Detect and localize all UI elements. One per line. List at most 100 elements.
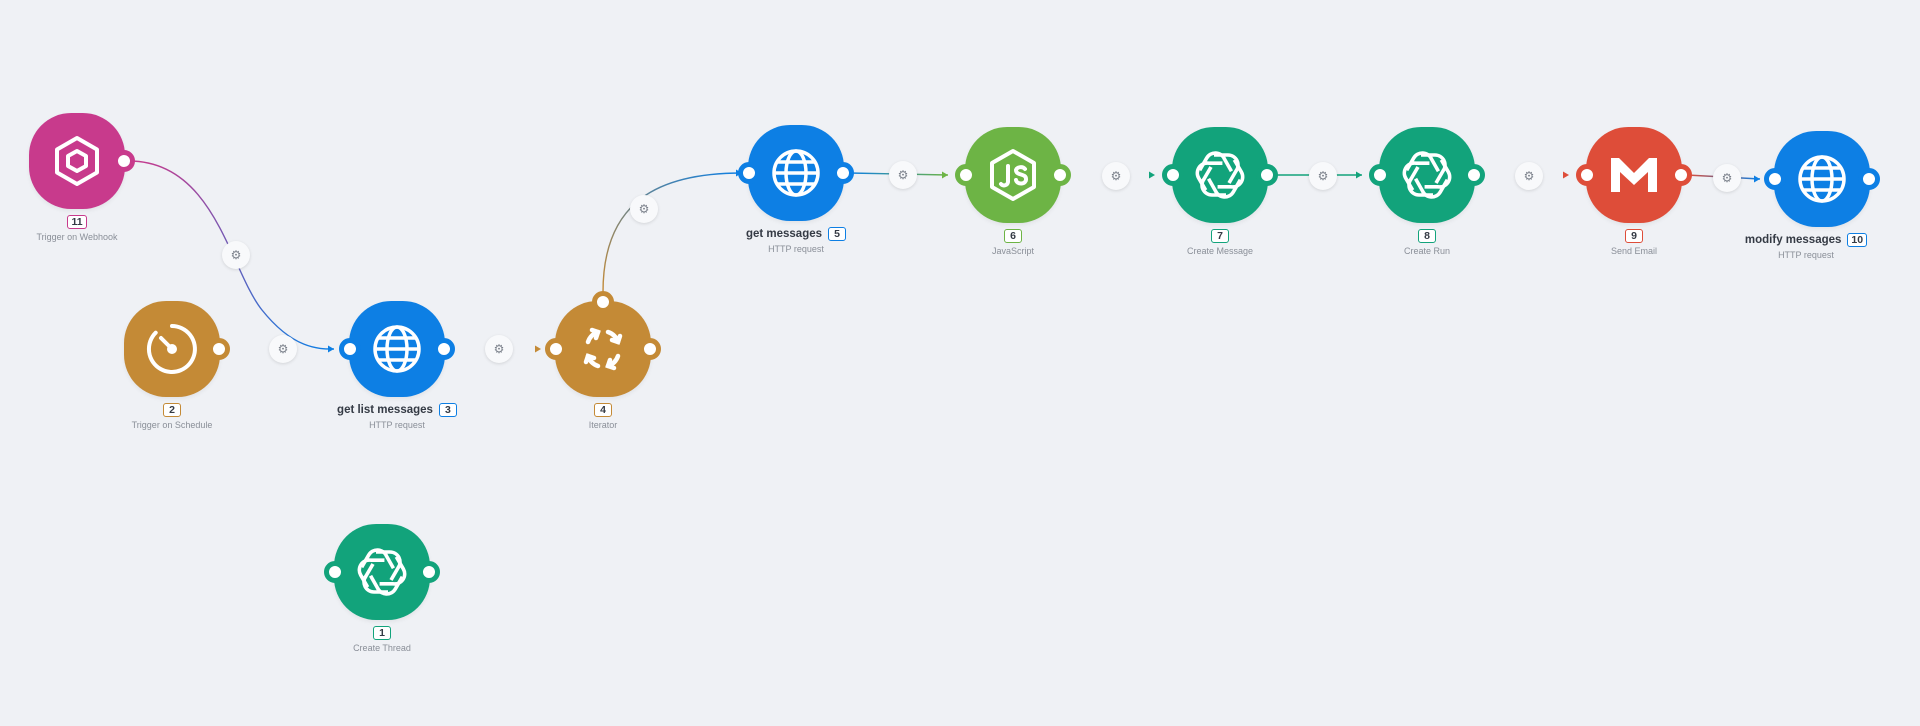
route-settings-createmsg-createrun[interactable]: ⚙: [1309, 162, 1337, 190]
route-settings-list-iterator[interactable]: ⚙: [485, 335, 513, 363]
route-settings-webhook-list[interactable]: ⚙: [222, 241, 250, 269]
module-app-label: HTTP request: [1778, 250, 1834, 260]
module-app-label: JavaScript: [991, 246, 1035, 256]
output-handle[interactable]: [418, 561, 440, 583]
module-info: 2 Trigger on Schedule: [54, 402, 290, 430]
module-create-run[interactable]: 8 Create Run: [1369, 127, 1485, 256]
module-info: 8 Create Run: [1309, 228, 1545, 256]
module-modify-messages[interactable]: modify messages 10 HTTP request: [1745, 131, 1880, 260]
module-number-badge: 4: [594, 403, 612, 417]
module-bubble[interactable]: [1774, 131, 1870, 227]
module-bubble[interactable]: [1379, 127, 1475, 223]
module-number-badge: 3: [438, 403, 457, 417]
arrow-modify: [1754, 175, 1760, 183]
module-app-label: Iterator: [588, 420, 618, 430]
arrow-createrun: [1356, 171, 1362, 179]
input-handle[interactable]: [1369, 164, 1391, 186]
input-handle[interactable]: [1162, 164, 1184, 186]
module-get-list-messages[interactable]: get list messages 3 HTTP request: [337, 301, 457, 430]
module-javascript[interactable]: 6 JavaScript: [955, 127, 1071, 256]
module-trigger-schedule[interactable]: 2 Trigger on Schedule: [124, 301, 230, 430]
input-handle[interactable]: [324, 561, 346, 583]
input-handle[interactable]: [1576, 164, 1598, 186]
module-bubble[interactable]: [124, 301, 220, 397]
output-handle[interactable]: [113, 150, 135, 172]
module-bubble[interactable]: [334, 524, 430, 620]
input-handle[interactable]: [738, 162, 760, 184]
globe-icon: [373, 325, 421, 373]
module-app-label: HTTP request: [768, 244, 824, 254]
output-handle[interactable]: [639, 338, 661, 360]
nodejs-icon: [990, 149, 1036, 201]
module-number-badge: 7: [1211, 229, 1229, 243]
module-bubble[interactable]: [965, 127, 1061, 223]
module-send-email[interactable]: 9 Send Email: [1576, 127, 1692, 256]
module-info: get messages 5 HTTP request: [678, 226, 914, 254]
output-handle[interactable]: [1049, 164, 1071, 186]
module-get-messages[interactable]: get messages 5 HTTP request: [738, 125, 854, 254]
input-handle[interactable]: [1764, 168, 1786, 190]
module-create-message[interactable]: 7 Create Message: [1162, 127, 1278, 256]
module-info: get list messages 3 HTTP request: [279, 402, 515, 430]
module-number-badge: 5: [828, 227, 847, 241]
globe-icon: [1798, 155, 1846, 203]
module-app-label: Trigger on Schedule: [131, 420, 213, 430]
arrow-list: [328, 345, 334, 353]
module-number-badge: 10: [1847, 233, 1868, 247]
output-handle[interactable]: [1463, 164, 1485, 186]
module-info: 1 Create Thread: [264, 625, 500, 653]
route-settings-js-createmsg[interactable]: ⚙: [1102, 162, 1130, 190]
module-app-label: Create Thread: [353, 643, 411, 653]
module-bubble[interactable]: [349, 301, 445, 397]
output-handle[interactable]: [1256, 164, 1278, 186]
output-handle[interactable]: [1858, 168, 1880, 190]
gear-icon: ⚙: [277, 342, 289, 356]
module-bubble[interactable]: [1586, 127, 1682, 223]
module-number-badge: 1: [373, 626, 391, 640]
module-info: 11 Trigger on Webhook: [0, 214, 195, 242]
webhook-icon: [55, 136, 99, 186]
module-number-badge: 6: [1004, 229, 1022, 243]
output-handle[interactable]: [433, 338, 455, 360]
module-bubble[interactable]: [1172, 127, 1268, 223]
module-app-label: Send Email: [1610, 246, 1658, 256]
output-handle[interactable]: [832, 162, 854, 184]
openai-icon: [1402, 151, 1452, 199]
gmail-icon: [1611, 158, 1657, 192]
input-handle[interactable]: [545, 338, 567, 360]
gear-icon: ⚙: [1523, 169, 1535, 183]
module-bubble[interactable]: [555, 301, 651, 397]
module-app-label: HTTP request: [369, 420, 425, 430]
module-bubble[interactable]: [748, 125, 844, 221]
module-create-thread[interactable]: 1 Create Thread: [324, 524, 440, 653]
input-handle[interactable]: [339, 338, 361, 360]
module-number-badge: 9: [1625, 229, 1643, 243]
route-settings-iterator-get[interactable]: ⚙: [630, 195, 658, 223]
route-settings-email-modify[interactable]: ⚙: [1713, 164, 1741, 192]
module-trigger-webhook[interactable]: 11 Trigger on Webhook: [29, 113, 135, 242]
output-handle[interactable]: [208, 338, 230, 360]
module-iterator[interactable]: 4 Iterator: [545, 291, 661, 430]
route-settings-get-js[interactable]: ⚙: [889, 161, 917, 189]
module-app-label: Trigger on Webhook: [36, 232, 118, 242]
output-handle[interactable]: [1670, 164, 1692, 186]
gear-icon: ⚙: [1110, 169, 1122, 183]
input-handle[interactable]: [955, 164, 977, 186]
arrow-js: [942, 171, 948, 179]
module-info: 9 Send Email: [1516, 228, 1752, 256]
route-settings-createrun-email[interactable]: ⚙: [1515, 162, 1543, 190]
gear-icon: ⚙: [230, 248, 242, 262]
arrow-email: [1563, 171, 1569, 179]
module-bubble[interactable]: [29, 113, 125, 209]
iterator-output-handle[interactable]: [592, 291, 614, 313]
gear-icon: ⚙: [1721, 171, 1733, 185]
openai-icon: [357, 548, 407, 596]
route-settings-schedule-list[interactable]: ⚙: [269, 335, 297, 363]
iterator-icon: [583, 327, 623, 371]
module-info: 4 Iterator: [485, 402, 721, 430]
module-app-label: Create Run: [1403, 246, 1451, 256]
module-number-badge: 11: [67, 215, 87, 229]
module-name: get list messages: [337, 404, 433, 416]
